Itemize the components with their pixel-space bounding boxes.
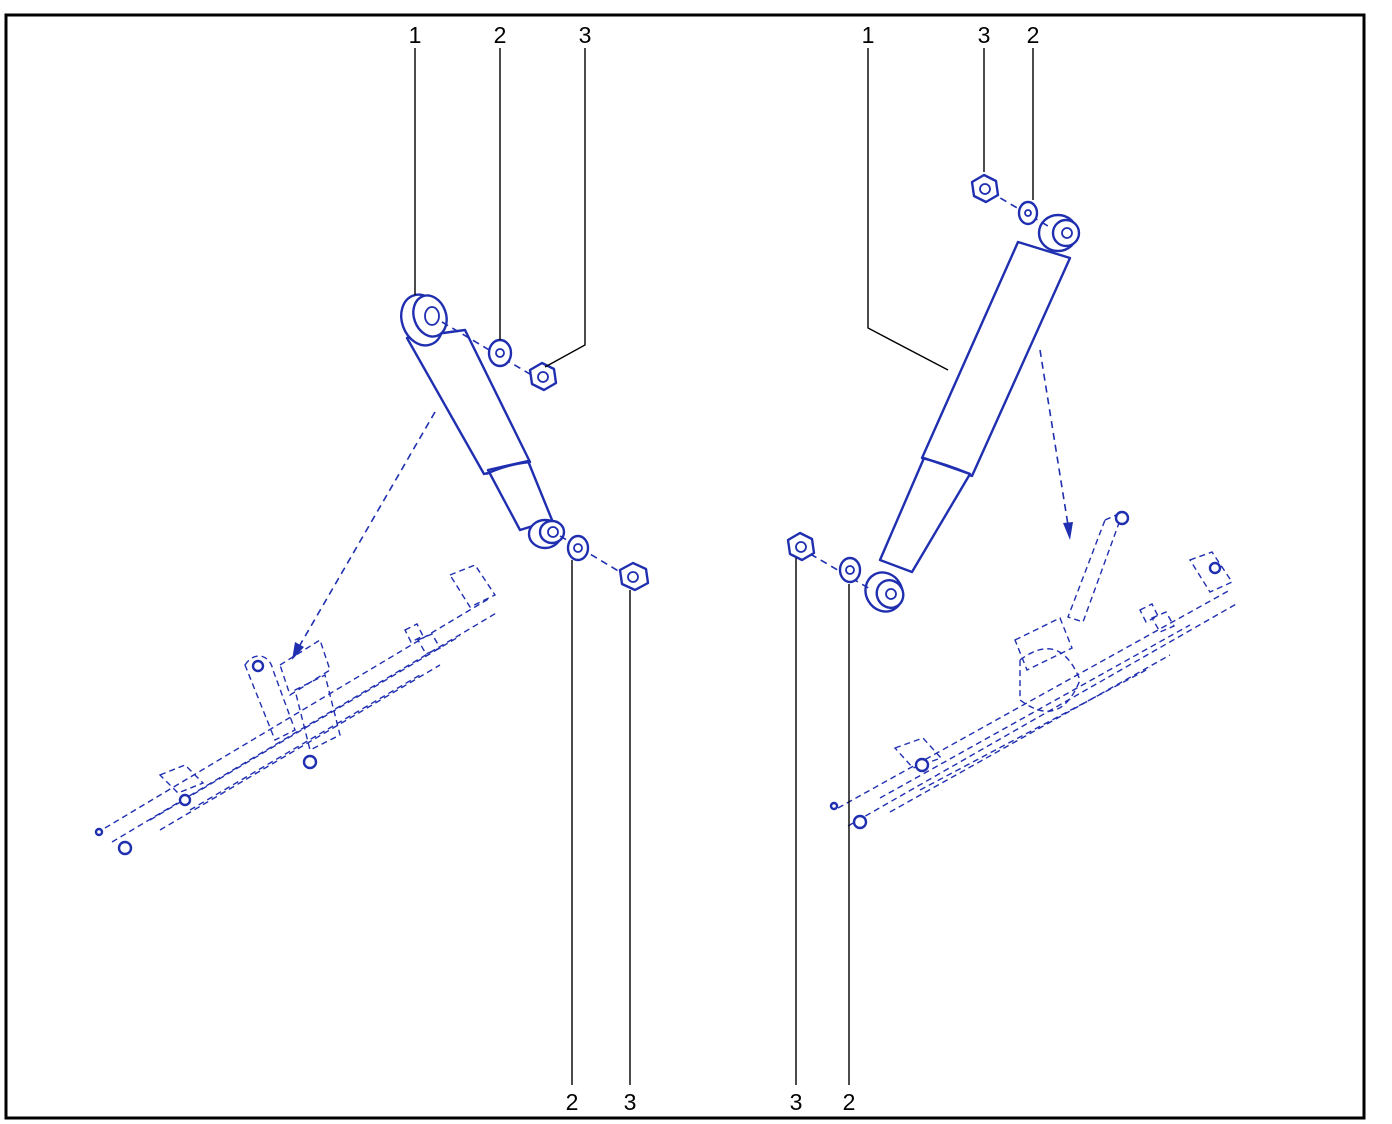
callout-right-washer-2: 2 (1027, 22, 1040, 48)
right-lower-washer (838, 556, 862, 584)
left-lower-washer (566, 534, 590, 562)
callout-right-lower-nut-3: 3 (790, 1089, 803, 1115)
diagram-frame (4, 13, 1366, 1120)
right-upper-washer (1017, 200, 1039, 226)
left-upper-nut (528, 361, 558, 392)
left-upper-washer (487, 338, 513, 368)
leader-lines (414, 48, 1034, 1085)
right-upper-nut (970, 173, 1000, 204)
left-shock-absorber (400, 293, 566, 550)
left-leaf-spring (94, 564, 499, 856)
right-shock-absorber (864, 213, 1081, 613)
callouts: 1 2 3 1 3 2 2 3 3 2 (409, 22, 1040, 1115)
left-assembly (94, 293, 650, 856)
right-install-arrowhead (1063, 522, 1073, 540)
left-lower-nut (618, 561, 650, 592)
right-install-arrow (1039, 349, 1069, 526)
right-lower-nut (786, 531, 816, 562)
callout-left-shock-1: 1 (409, 22, 422, 48)
left-install-arrow (299, 411, 436, 646)
callout-right-shock-1: 1 (862, 22, 875, 48)
callout-left-nut-3: 3 (579, 22, 592, 48)
callout-right-lower-washer-2: 2 (843, 1089, 856, 1115)
callout-right-nut-3: 3 (978, 22, 991, 48)
callout-left-lower-nut-3: 3 (624, 1089, 637, 1115)
right-assembly (786, 173, 1239, 830)
callout-left-washer-2: 2 (494, 22, 507, 48)
callout-left-lower-washer-2: 2 (566, 1089, 579, 1115)
right-leaf-spring (829, 510, 1239, 830)
left-install-arrowhead (292, 642, 304, 660)
